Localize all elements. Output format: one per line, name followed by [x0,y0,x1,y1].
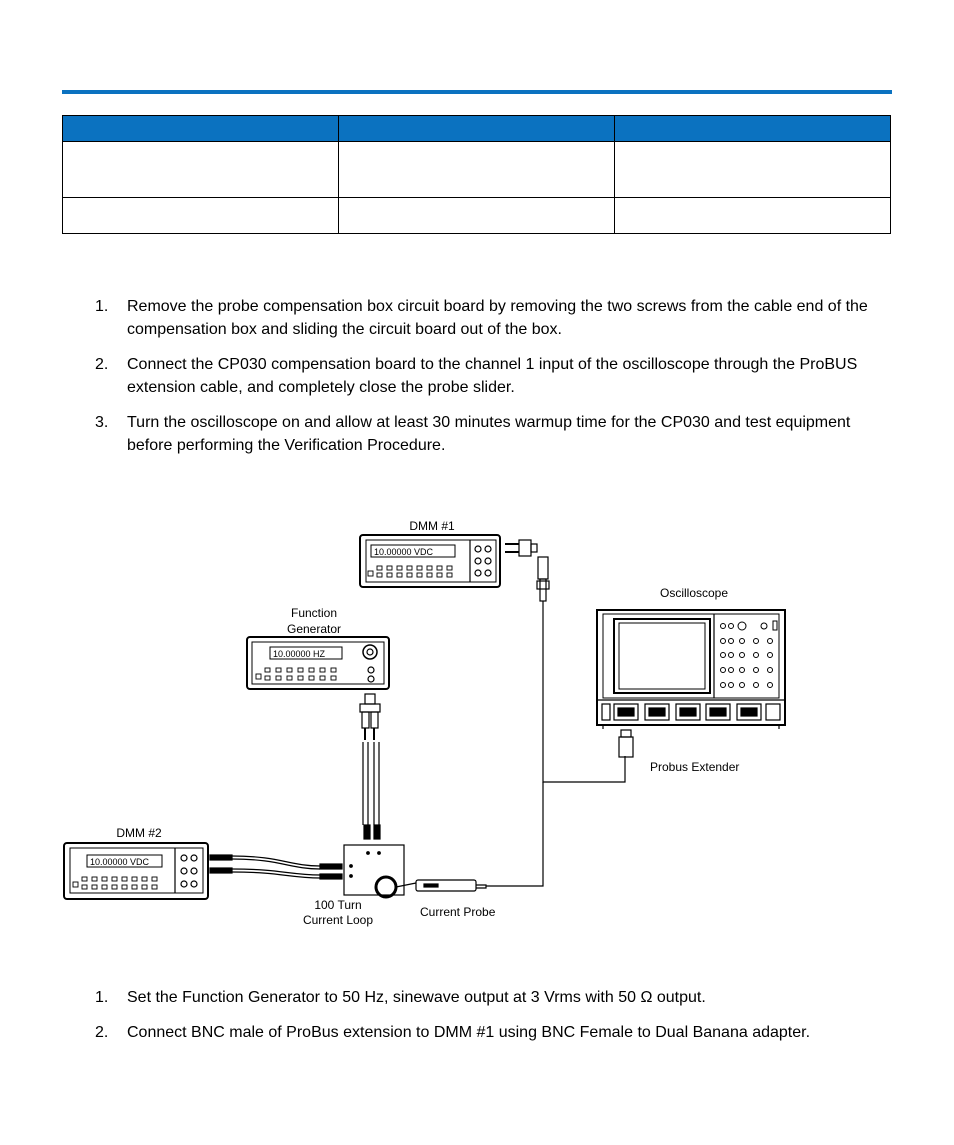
table-header-cell [614,115,891,142]
step-text: Turn the oscilloscope on and allow at le… [127,414,851,454]
oscilloscope: Oscilloscope Probus Extender [596,586,786,774]
dmm-2: DMM #2 10.00000 VDC [63,826,343,900]
current-probe-label: Current Probe [420,905,496,919]
function-generator-display: 10.00000 HZ [273,649,326,659]
list-item: 3. Turn the oscilloscope on and allow at … [90,411,890,457]
dmm-2-label: DMM #2 [116,826,162,840]
current-loop-label-line2: Current Loop [303,913,373,927]
table-header-cell [62,115,339,142]
step-number: 1. [95,298,109,315]
function-generator-label-line1: Function [291,606,337,620]
step-text: Connect the CP030 compensation board to … [127,356,858,396]
dmm-1: DMM #1 10.00000 VDC [359,519,538,588]
table-row [62,141,891,198]
current-loop-label-line1: 100 Turn [314,898,361,912]
table-cell [614,141,891,198]
dmm-1-display: 10.00000 VDC [374,547,434,557]
step-number: 1. [95,989,109,1006]
table-row [62,197,891,234]
current-probe: Current Probe [395,782,544,919]
list-item: 2. Connect BNC male of ProBus extension t… [90,1021,890,1044]
function-generator: Function Generator 10.00000 HZ [246,606,390,840]
table-header-cell [338,115,615,142]
step-number: 3. [95,414,109,431]
step-text: Set the Function Generator to 50 Hz, sin… [127,989,706,1006]
step-text: Remove the probe compensation box circui… [127,298,868,338]
function-generator-label-line2: Generator [287,622,341,636]
probus-extender-label: Probus Extender [650,760,739,774]
step-number: 2. [95,356,109,373]
current-loop: 100 Turn Current Loop [303,844,405,927]
step-number: 2. [95,1024,109,1041]
equipment-table [62,115,891,234]
list-item: 1. Set the Function Generator to 50 Hz, s… [90,986,890,1009]
header-rule [62,90,892,94]
setup-steps-list: 1. Remove the probe compensation box circ… [90,295,890,469]
dmm-2-display: 10.00000 VDC [90,857,150,867]
step-text: Connect BNC male of ProBus extension to … [127,1024,811,1041]
procedure-steps-list: 1. Set the Function Generator to 50 Hz, s… [90,986,890,1056]
list-item: 2. Connect the CP030 compensation board t… [90,353,890,399]
test-setup-diagram: DMM #1 10.00000 VDC Function Gener [63,519,786,927]
table-cell [62,141,339,198]
table-cell [338,141,615,198]
table-cell [614,197,891,234]
list-item: 1. Remove the probe compensation box circ… [90,295,890,341]
dmm-1-label: DMM #1 [409,519,455,533]
table-cell [62,197,339,234]
table-header-row [62,115,891,142]
table-cell [338,197,615,234]
oscilloscope-label: Oscilloscope [660,586,728,600]
